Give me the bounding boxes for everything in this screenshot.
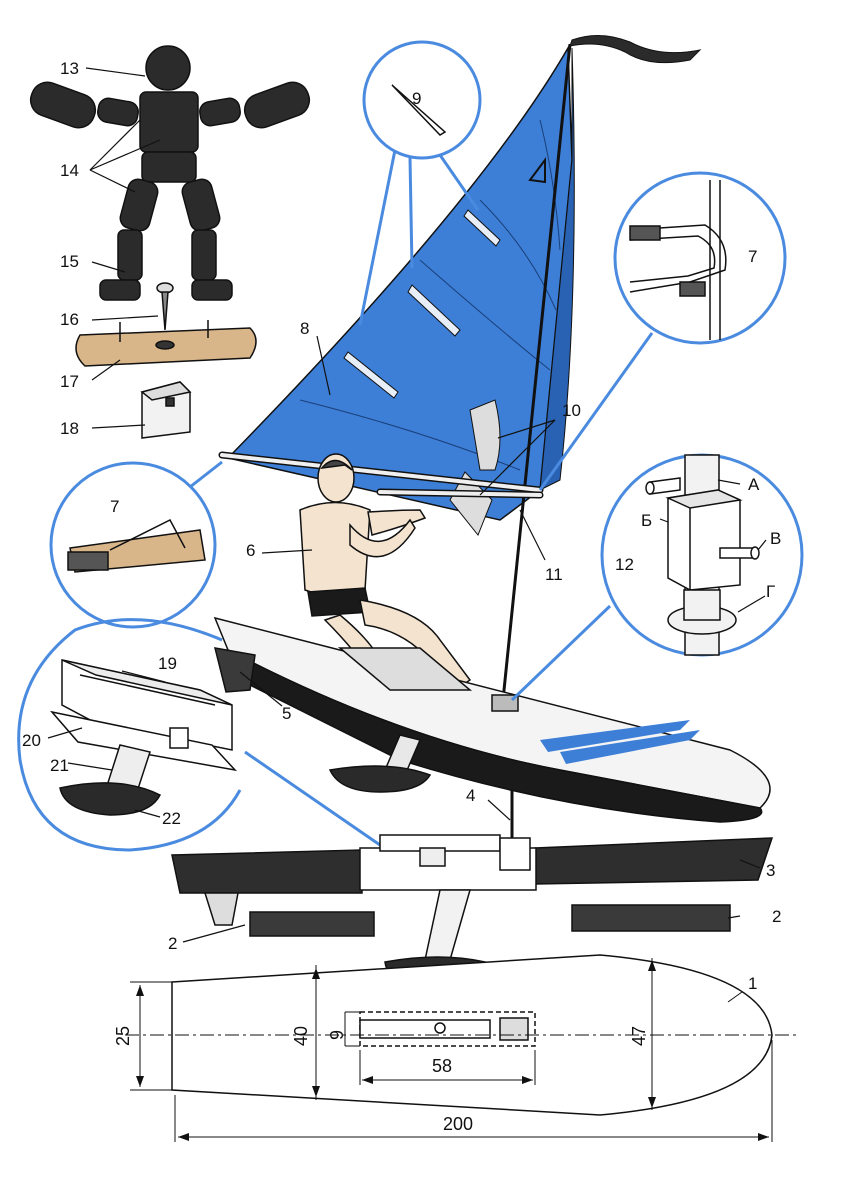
block-part xyxy=(140,381,192,439)
label-17: 17 xyxy=(60,372,79,391)
callout-19-22 xyxy=(17,618,381,852)
label-20: 20 xyxy=(22,731,41,750)
figure-model xyxy=(29,45,311,301)
callout-7-left xyxy=(49,460,223,629)
label-11: 11 xyxy=(545,565,563,584)
screw-part xyxy=(156,282,174,331)
dim-200: 200 xyxy=(443,1114,474,1134)
dim-9: 9 xyxy=(327,1029,347,1040)
label-5: 5 xyxy=(282,704,292,723)
label-22: 22 xyxy=(162,809,181,828)
callout-label-7-top: 7 xyxy=(748,247,758,266)
label-3: 3 xyxy=(766,861,776,880)
callout-7-top xyxy=(538,171,787,491)
callout-label-9: 9 xyxy=(412,89,422,108)
dim-58: 58 xyxy=(432,1056,453,1076)
dimension-arrows xyxy=(136,960,769,1141)
callout-9 xyxy=(358,40,482,326)
callout-label-B: Б xyxy=(641,511,653,530)
label-1: 1 xyxy=(748,974,758,993)
leader-lines-main xyxy=(47,335,767,818)
board xyxy=(213,616,771,823)
callout-label-V: В xyxy=(770,529,782,548)
label-14: 14 xyxy=(60,161,79,180)
sail xyxy=(226,35,702,701)
callout-12 xyxy=(510,453,804,702)
label-18: 18 xyxy=(60,419,79,438)
label-10: 10 xyxy=(562,401,581,420)
base-plate-part xyxy=(75,320,257,367)
label-21: 21 xyxy=(50,756,69,775)
side-view xyxy=(171,790,774,989)
callout-label-7-left: 7 xyxy=(110,497,120,516)
callout-label-G: Г xyxy=(766,582,776,601)
callout-label-12: 12 xyxy=(615,555,634,574)
dimension-lines xyxy=(130,958,773,1142)
callout-label-A: А xyxy=(748,475,760,494)
boom xyxy=(218,451,544,499)
leader-lines-figure xyxy=(85,67,161,429)
label-6: 6 xyxy=(246,541,256,560)
label-13: 13 xyxy=(60,59,79,78)
label-15: 15 xyxy=(60,252,79,271)
side-view-leaders xyxy=(182,799,761,943)
dim-40: 40 xyxy=(291,1025,311,1046)
dim-47: 47 xyxy=(629,1025,649,1046)
label-2-right: 2 xyxy=(772,907,782,926)
label-19: 19 xyxy=(158,654,177,673)
dim-25: 25 xyxy=(113,1025,133,1046)
label-8: 8 xyxy=(300,319,310,338)
label-4: 4 xyxy=(466,786,476,805)
label-16: 16 xyxy=(60,310,79,329)
top-view-plan xyxy=(125,954,800,1116)
label-2-left: 2 xyxy=(168,934,178,953)
